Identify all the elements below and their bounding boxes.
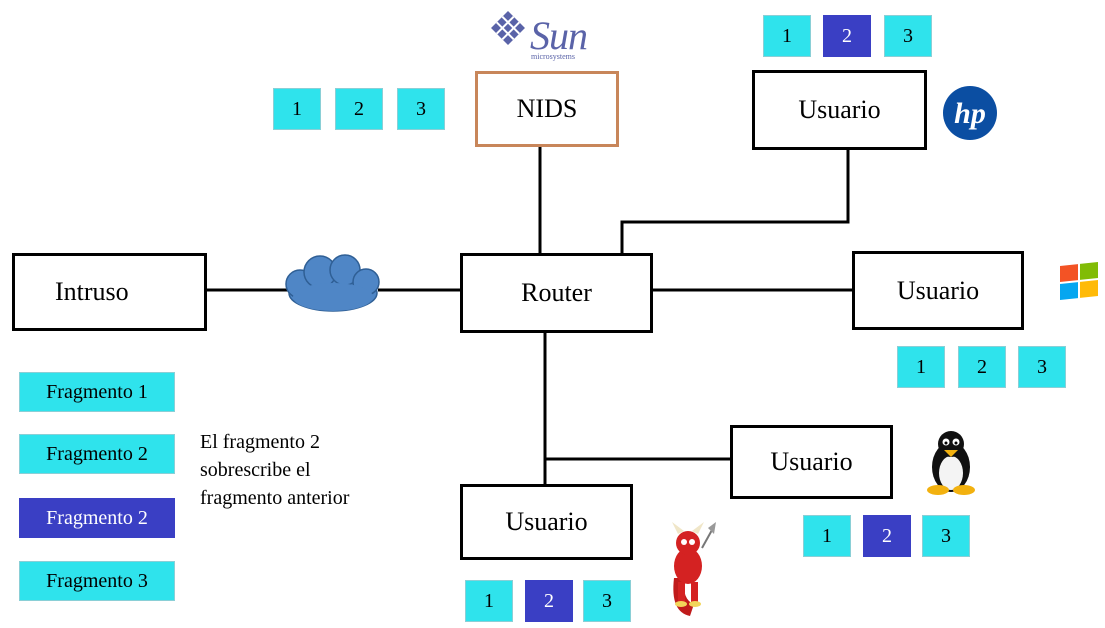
overwrite-note: El fragmento 2 sobrescribe el fragmento … — [200, 428, 400, 512]
fragment-3: 3 — [583, 580, 631, 622]
router-node: Router — [460, 253, 653, 333]
fragment-2-overwrite: 2 — [863, 515, 911, 557]
note-line-2: sobrescribe el — [200, 459, 311, 481]
fragment-3: 3 — [922, 515, 970, 557]
usuario-windows-node: Usuario — [852, 251, 1024, 330]
legend-fragmento-2: Fragmento 2 — [19, 434, 175, 474]
legend-fragmento-2-overwrite: Fragmento 2 — [19, 498, 175, 538]
note-line-1: El fragmento 2 — [200, 431, 320, 453]
fragment-2-overwrite: 2 — [823, 15, 871, 57]
fragment-2-overwrite: 2 — [525, 580, 573, 622]
legend-fragmento-1: Fragmento 1 — [19, 372, 175, 412]
tux-penguin-icon — [927, 431, 975, 495]
bsd-daemon-icon — [672, 522, 716, 616]
internet-cloud-icon — [285, 254, 380, 312]
usuario-bsd-node: Usuario — [460, 484, 633, 560]
fragment-1: 1 — [763, 15, 811, 57]
intruso-node: Intruso — [12, 253, 207, 331]
usuario-hp-node: Usuario — [752, 70, 927, 150]
connections — [206, 147, 852, 484]
windows-logo-icon — [1060, 262, 1098, 300]
fragment-2: 2 — [335, 88, 383, 130]
svg-text:hp: hp — [954, 97, 986, 130]
usuario-linux-node: Usuario — [730, 425, 893, 499]
fragment-1: 1 — [897, 346, 945, 388]
sun-wordmark: Sun — [530, 13, 588, 58]
fragment-3: 3 — [884, 15, 932, 57]
sun-wordmark-sub: microsystems — [531, 52, 575, 61]
fragment-2: 2 — [958, 346, 1006, 388]
link-hp-router — [620, 150, 850, 254]
note-line-3: fragmento anterior — [200, 487, 350, 509]
fragment-1: 1 — [465, 580, 513, 622]
fragment-3: 3 — [1018, 346, 1066, 388]
fragment-3: 3 — [397, 88, 445, 130]
fragment-1: 1 — [273, 88, 321, 130]
hp-logo-icon: hp — [943, 86, 997, 140]
nids-node: NIDS — [475, 71, 619, 147]
sun-logo-icon — [491, 11, 525, 45]
fragment-1: 1 — [803, 515, 851, 557]
legend-fragmento-3: Fragmento 3 — [19, 561, 175, 601]
